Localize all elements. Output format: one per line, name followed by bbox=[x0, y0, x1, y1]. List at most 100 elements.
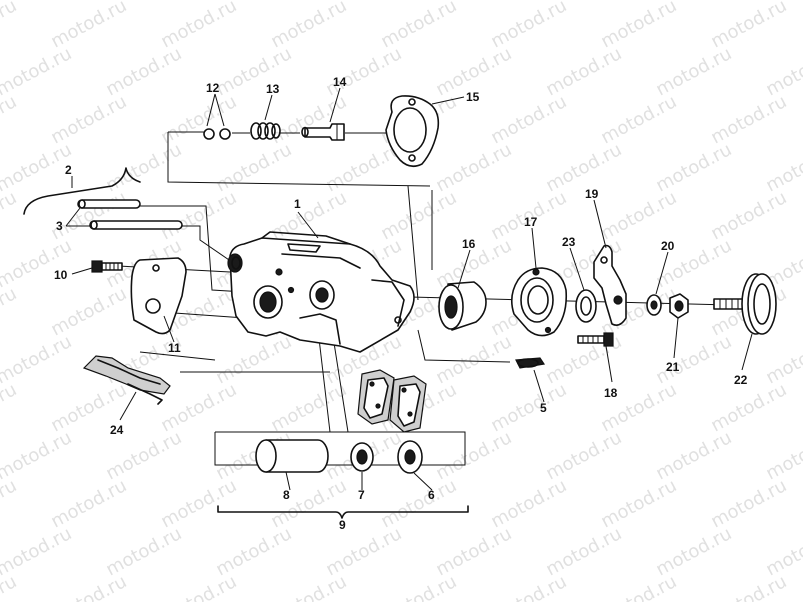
callout-12: 12 bbox=[206, 81, 220, 95]
watermark-text: motod.ru bbox=[267, 571, 350, 602]
watermark-text: motod.ru bbox=[597, 571, 680, 602]
watermark-text: motod.ru bbox=[0, 523, 75, 580]
watermark-text: motod.ru bbox=[597, 187, 680, 244]
knob-22 bbox=[713, 273, 777, 335]
housing-17 bbox=[510, 267, 568, 337]
piston-rod-14 bbox=[301, 123, 345, 141]
watermark-text: motod.ru bbox=[47, 91, 130, 148]
callout-9: 9 bbox=[339, 518, 346, 532]
callout-11: 11 bbox=[168, 341, 181, 355]
watermark-text: motod.ru bbox=[157, 475, 240, 532]
watermark-text: motod.ru bbox=[102, 139, 185, 196]
watermark-text: motod.ru bbox=[377, 187, 460, 244]
watermark-text: motod.ru bbox=[0, 379, 20, 436]
plate-11 bbox=[130, 257, 187, 335]
watermark-text: motod.ru bbox=[542, 43, 625, 100]
gasket-15 bbox=[385, 95, 440, 168]
watermark-text: motod.ru bbox=[47, 283, 130, 340]
watermark-text: motod.ru bbox=[212, 139, 295, 196]
watermark-text: motod.ru bbox=[0, 283, 20, 340]
watermark-text: motod.ru bbox=[0, 475, 20, 532]
watermark-text: motod.ru bbox=[652, 139, 735, 196]
callout-20: 20 bbox=[661, 239, 675, 253]
watermark-text: motod.ru bbox=[542, 523, 625, 580]
callout-13: 13 bbox=[266, 82, 280, 96]
watermark-text: motod.ru bbox=[157, 187, 240, 244]
watermark-text: motod.ru bbox=[487, 475, 570, 532]
watermark-text: motod.ru bbox=[432, 139, 515, 196]
nut-21 bbox=[669, 293, 689, 319]
adjust-screw-18 bbox=[577, 332, 614, 347]
watermark-text: motod.ru bbox=[0, 187, 20, 244]
callout-8: 8 bbox=[283, 488, 290, 502]
watermark-text: motod.ru bbox=[542, 139, 625, 196]
watermark-text: motod.ru bbox=[707, 475, 790, 532]
callout-15: 15 bbox=[466, 90, 480, 104]
watermark-text: motod.ru bbox=[487, 0, 570, 52]
washer-20 bbox=[646, 294, 662, 316]
piston-16 bbox=[438, 281, 487, 331]
watermark-text: motod.ru bbox=[0, 571, 20, 602]
washer-7 bbox=[350, 442, 374, 472]
callout-2: 2 bbox=[65, 163, 72, 177]
watermark-text: motod.ru bbox=[762, 139, 803, 196]
watermark-text: motod.ru bbox=[157, 571, 240, 602]
leader-lines bbox=[65, 87, 753, 491]
lever-19 bbox=[593, 244, 627, 326]
callout-16: 16 bbox=[462, 237, 476, 251]
callout-labels: 1 2 3 4 5 6 7 8 9 10 11 12 13 14 15 16 1… bbox=[54, 75, 748, 532]
watermark-text: motod.ru bbox=[267, 379, 350, 436]
callout-19: 19 bbox=[585, 187, 599, 201]
watermark-text: motod.ru bbox=[542, 427, 625, 484]
watermark-text: motod.ru bbox=[707, 571, 790, 602]
watermark-text: motod.ru bbox=[652, 523, 735, 580]
washer-6 bbox=[397, 440, 423, 474]
watermark-text: motod.ru bbox=[157, 379, 240, 436]
watermark-text: motod.ru bbox=[762, 427, 803, 484]
callout-10: 10 bbox=[54, 268, 68, 282]
caliper-body-1 bbox=[227, 231, 415, 353]
pins-3 bbox=[23, 167, 183, 230]
callout-6: 6 bbox=[428, 488, 435, 502]
watermark-text: motod.ru bbox=[267, 475, 350, 532]
watermark-text: motod.ru bbox=[652, 43, 735, 100]
watermark-text: motod.ru bbox=[377, 0, 460, 52]
watermark-text: motod.ru bbox=[267, 187, 350, 244]
watermark-text: motod.ru bbox=[0, 43, 75, 100]
spring-13 bbox=[250, 122, 281, 140]
watermark-text: motod.ru bbox=[487, 571, 570, 602]
watermark-text: motod.ru bbox=[47, 571, 130, 602]
watermark-text: motod.ru bbox=[47, 475, 130, 532]
callout-3: 3 bbox=[56, 219, 63, 233]
watermark-text: motod.ru bbox=[322, 43, 405, 100]
seal-23 bbox=[575, 289, 597, 323]
watermark-text: motod.ru bbox=[762, 523, 803, 580]
watermark-text: motod.ru bbox=[157, 0, 240, 52]
watermark-text: motod.ru bbox=[707, 379, 790, 436]
watermark-text: motod.ru bbox=[0, 139, 75, 196]
spring-clip-24 bbox=[82, 355, 171, 405]
watermark-text: motod.ru bbox=[377, 475, 460, 532]
watermark-text: motod.ru bbox=[102, 523, 185, 580]
watermark-text: motod.ru bbox=[597, 475, 680, 532]
watermark-text: motod.ru bbox=[0, 0, 20, 52]
watermark-text: motod.ru bbox=[0, 91, 20, 148]
watermark-text: motod.ru bbox=[652, 331, 735, 388]
callout-5: 5 bbox=[540, 401, 547, 415]
bolt-10 bbox=[91, 260, 123, 273]
watermark-text: motod.ru bbox=[157, 91, 240, 148]
watermark-text: motod.ru bbox=[432, 331, 515, 388]
callout-14: 14 bbox=[333, 75, 347, 89]
watermark-text: motod.ru bbox=[487, 91, 570, 148]
callout-21: 21 bbox=[666, 360, 680, 374]
callout-17: 17 bbox=[524, 215, 538, 229]
o-rings-12 bbox=[203, 128, 231, 140]
watermark-text: motod.ru bbox=[707, 0, 790, 52]
watermark-text: motod.ru bbox=[597, 91, 680, 148]
watermark-text: motod.ru bbox=[0, 427, 75, 484]
watermark-text: motod.ru bbox=[762, 331, 803, 388]
callout-1: 1 bbox=[294, 197, 301, 211]
watermark-text: motod.ru bbox=[432, 523, 515, 580]
watermark-text: motod.ru bbox=[47, 187, 130, 244]
